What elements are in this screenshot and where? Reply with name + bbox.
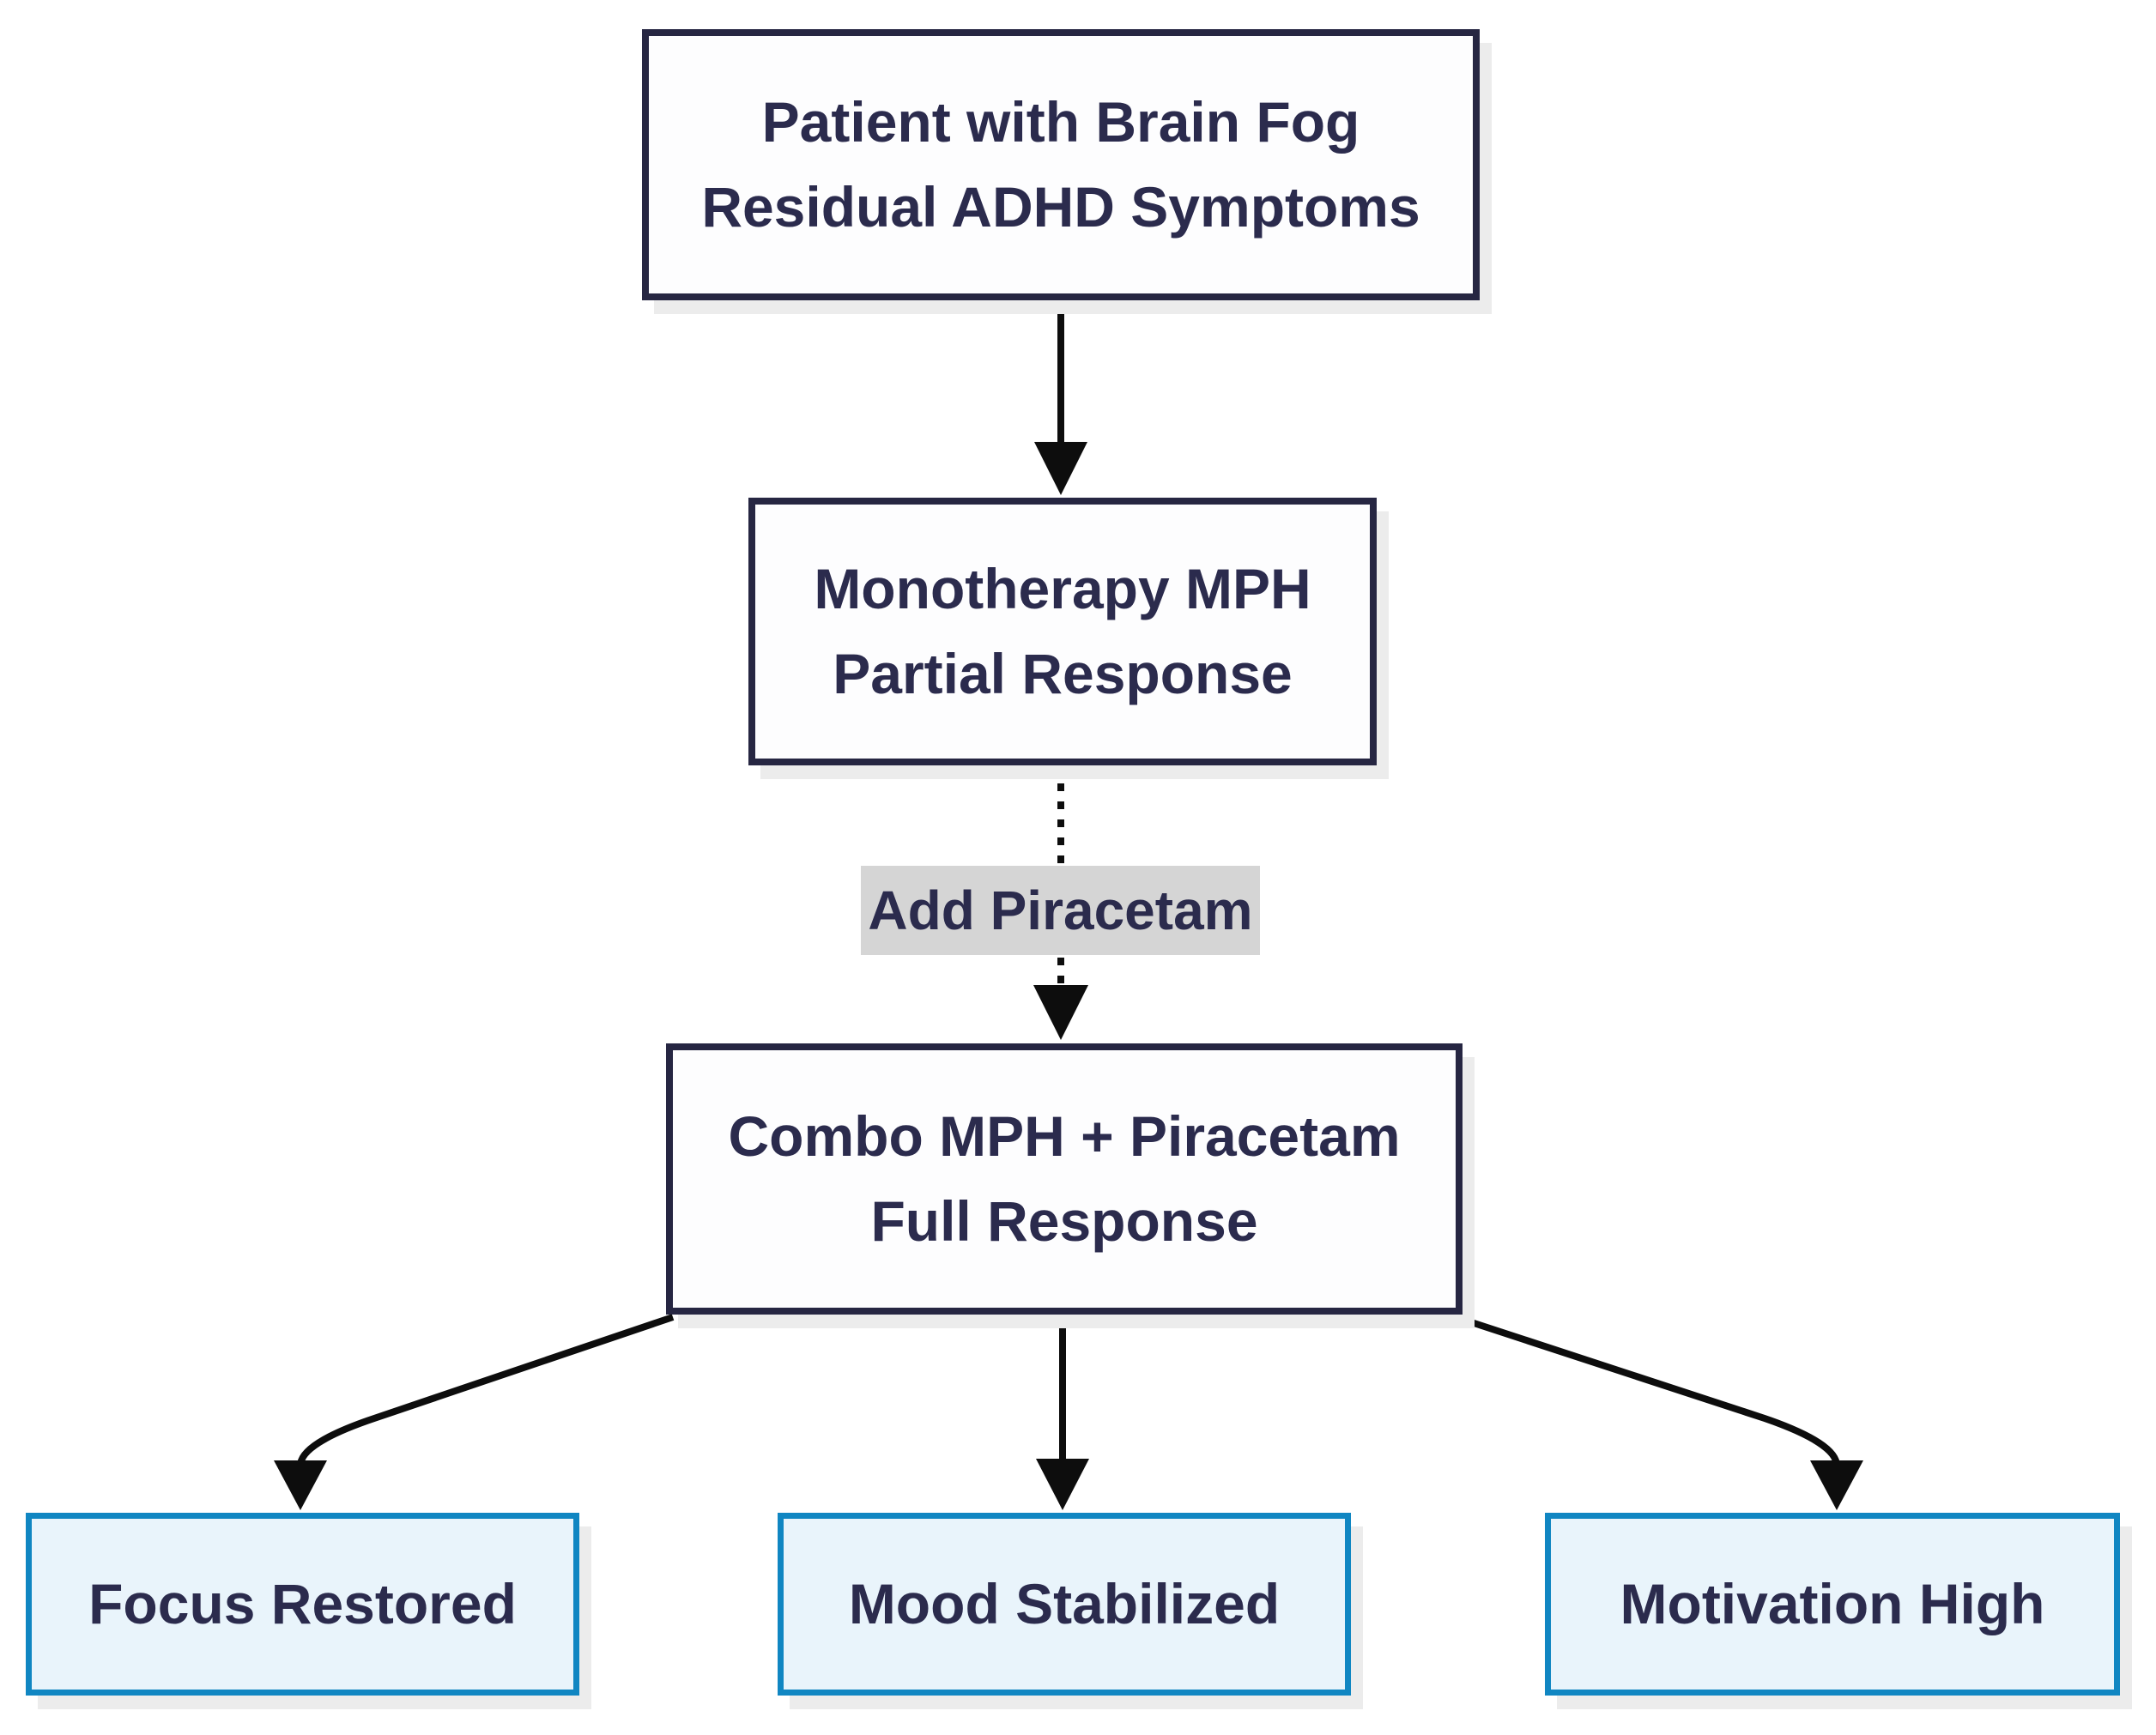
- edge-combo-to-mood: [1036, 1316, 1089, 1510]
- edge-label-add-piracetam: Add Piracetam: [861, 866, 1260, 955]
- node-focus-restored-label: Focus Restored: [88, 1572, 517, 1635]
- node-combo: Combo MPH + Piracetam Full Response: [666, 1043, 1463, 1315]
- node-combo-line1: Combo MPH + Piracetam: [728, 1104, 1401, 1168]
- node-mood-stabilized: Mood Stabilized: [778, 1513, 1351, 1696]
- node-focus-restored: Focus Restored: [26, 1513, 579, 1696]
- node-monotherapy-line2: Partial Response: [833, 642, 1293, 705]
- edge-combo-to-motivation: [1454, 1314, 1863, 1510]
- node-patient-line1: Patient with Brain Fog: [761, 90, 1360, 154]
- node-combo-line2: Full Response: [870, 1189, 1258, 1253]
- edge-combo-to-focus: [274, 1314, 675, 1510]
- arrowhead-down-icon: [1034, 442, 1087, 495]
- arrowhead-down-icon: [1033, 985, 1088, 1040]
- edge-monotherapy-to-combo: [1033, 765, 1088, 1040]
- node-motivation-high-label: Motivation High: [1620, 1572, 2045, 1635]
- node-mood-stabilized-label: Mood Stabilized: [848, 1572, 1281, 1635]
- arrowhead-down-icon: [1810, 1460, 1863, 1510]
- node-monotherapy: Monotherapy MPH Partial Response: [748, 498, 1377, 765]
- node-patient: Patient with Brain Fog Residual ADHD Sym…: [642, 29, 1480, 300]
- arrowhead-down-icon: [274, 1460, 327, 1510]
- node-motivation-high: Motivation High: [1545, 1513, 2120, 1696]
- node-patient-line2: Residual ADHD Symptoms: [701, 175, 1420, 239]
- node-monotherapy-line1: Monotherapy MPH: [814, 557, 1311, 620]
- edge-patient-to-monotherapy: [1034, 302, 1087, 495]
- arrowhead-down-icon: [1036, 1459, 1089, 1510]
